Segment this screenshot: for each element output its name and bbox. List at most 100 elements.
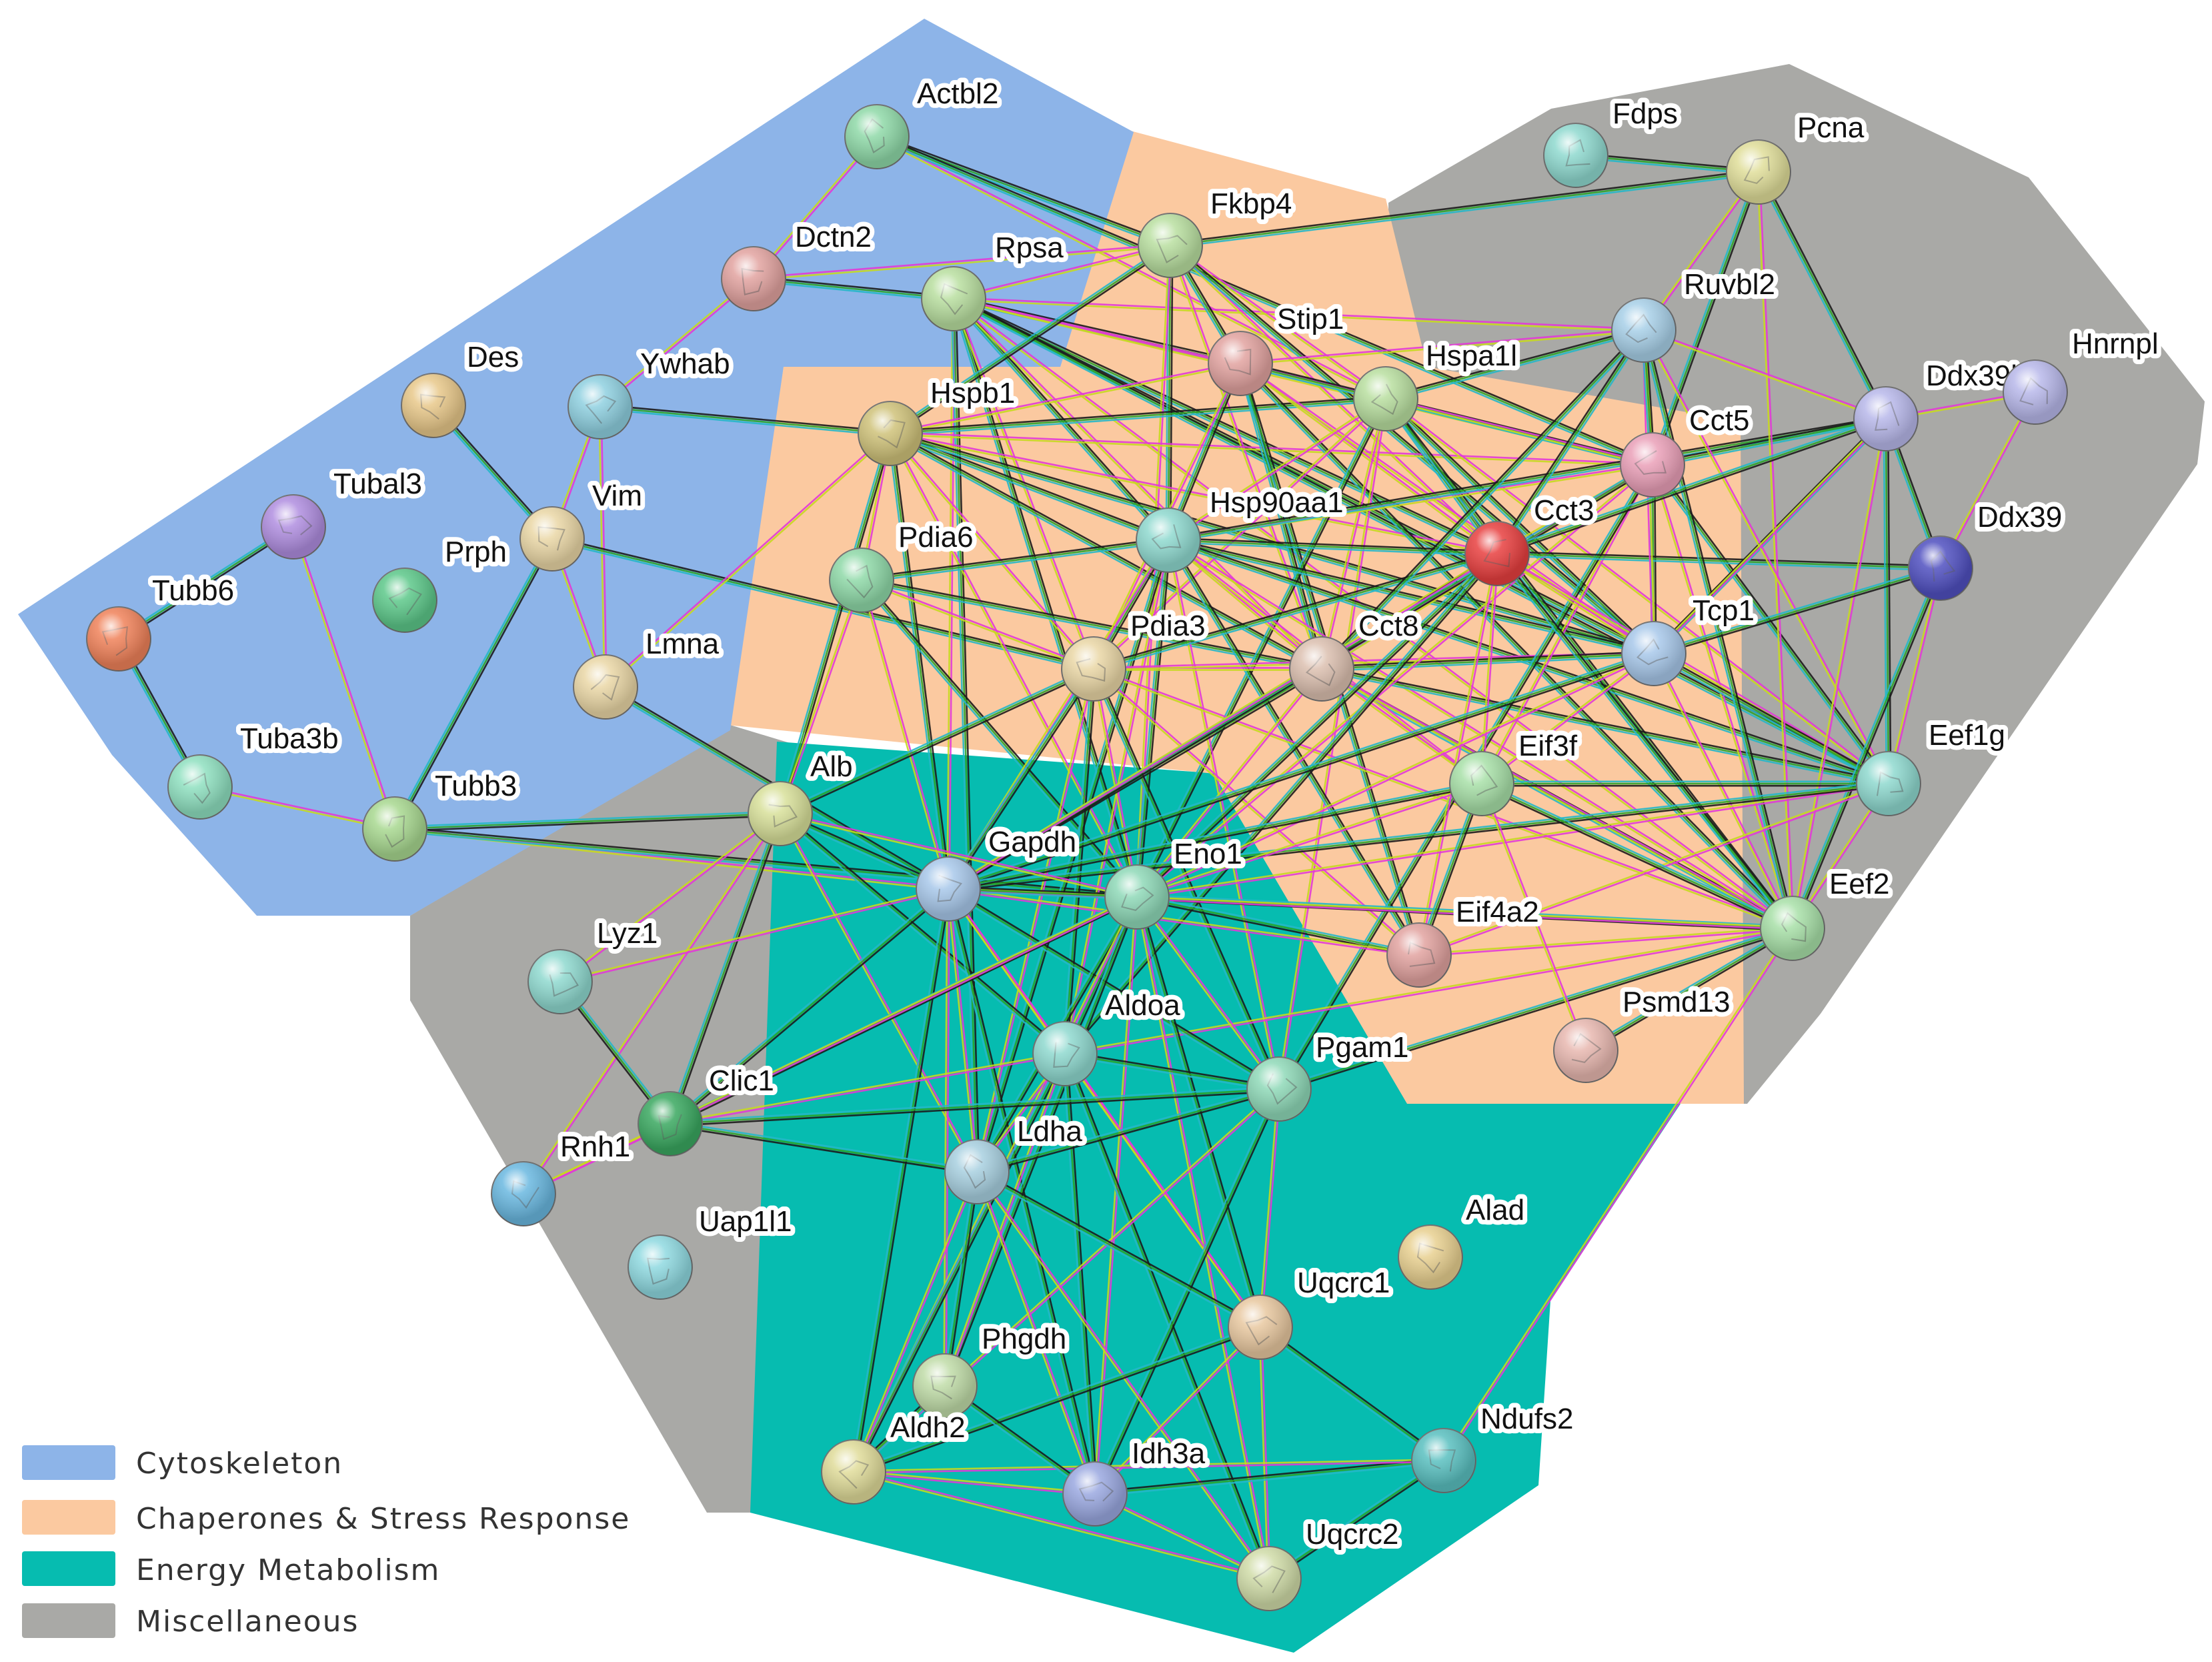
edge-strand	[976, 1086, 1279, 1171]
node-pgam1[interactable]: Pgam1	[1246, 1026, 1413, 1122]
edge-strand	[948, 888, 1280, 1090]
node-gapdh[interactable]: Gapdh	[916, 821, 1081, 922]
node-ddx39b[interactable]: Ddx39b	[1853, 355, 2032, 452]
node-cct5[interactable]: Cct5	[1620, 399, 1754, 498]
node-uqcrc1[interactable]: Uqcrc1	[1228, 1262, 1394, 1360]
node-hnrnpl[interactable]: Hnrnpl	[2003, 323, 2163, 425]
edge-strand	[1063, 540, 1168, 1054]
edge-strand	[754, 245, 1171, 281]
node-lyz1[interactable]: Lyz1	[527, 912, 662, 1014]
node-fdps[interactable]: Fdps	[1543, 93, 1683, 188]
node-alad[interactable]: Alad	[1398, 1189, 1529, 1290]
edge-strand	[598, 407, 606, 688]
node-cct8[interactable]: Cct8	[1289, 605, 1423, 702]
edge-strand	[943, 888, 948, 1386]
node-tubb6[interactable]: Tubb6	[86, 570, 239, 672]
node-uqcrc2[interactable]: Uqcrc2	[1236, 1513, 1403, 1611]
node-ndufs2[interactable]: Ndufs2	[1411, 1398, 1578, 1493]
node-ldha[interactable]: Ldha	[944, 1110, 1087, 1204]
edge-strand	[1065, 1050, 1280, 1088]
node-tubal3[interactable]: Tubal3	[261, 463, 427, 560]
edge-strand	[1240, 330, 1644, 365]
edge-strand	[670, 1086, 1279, 1123]
node-hspb1[interactable]: Hspb1	[858, 372, 1020, 466]
edge-strand	[395, 539, 555, 831]
node-psmd13[interactable]: Psmd13	[1553, 981, 1735, 1083]
node-aldh2[interactable]: Aldh2	[821, 1407, 970, 1505]
node-ywhab[interactable]: Ywhab	[568, 343, 735, 440]
edge-strand	[1270, 1461, 1446, 1581]
edge-strand	[1498, 331, 1646, 556]
node-pdia6[interactable]: Pdia6	[829, 516, 978, 613]
edge-strand	[1791, 568, 1942, 929]
node-vim[interactable]: Vim	[519, 475, 647, 572]
edge-strand	[1170, 245, 1654, 654]
edge-strand	[854, 1470, 1096, 1494]
node-cct3[interactable]: Cct3	[1464, 490, 1598, 586]
edge-strand	[779, 666, 1094, 813]
edge-strand	[1653, 418, 1887, 654]
node-pcna[interactable]: Pcna	[1726, 107, 1869, 205]
edge-uqcrc1-uqcrc2	[1258, 1327, 1271, 1579]
node-tcp1[interactable]: Tcp1	[1621, 590, 1759, 686]
edge-aldoa-idh3a	[1062, 1053, 1098, 1495]
edge-aldoa-clic1	[670, 1052, 1066, 1126]
node-rpsa[interactable]: Rpsa	[921, 227, 1068, 331]
edge-strand	[779, 433, 892, 814]
edge-strand	[1386, 397, 1890, 784]
node-eef2[interactable]: Eef2	[1760, 863, 1895, 961]
node-ddx39[interactable]: Ddx39	[1908, 496, 2067, 601]
node-label-phgdh: Phgdh	[982, 1323, 1066, 1355]
node-dctn2[interactable]: Dctn2	[721, 216, 876, 311]
legend: Cytoskeleton Chaperones & Stress Respons…	[22, 1445, 629, 1639]
edge-cct8-eef1g	[1321, 666, 1889, 787]
edge-ywhab-lmna	[598, 406, 608, 688]
node-tuba3b[interactable]: Tuba3b	[167, 718, 343, 820]
node-hsp90aa1[interactable]: Hsp90aa1	[1136, 482, 1348, 573]
edge-strand	[560, 889, 949, 984]
node-gloss	[922, 267, 986, 331]
edge-strand	[978, 540, 1172, 1173]
node-rnh1[interactable]: Rnh1	[491, 1126, 635, 1226]
edge-strand	[671, 890, 950, 1126]
edge-strand	[1385, 398, 1654, 654]
node-label-tubal3: Tubal3	[333, 468, 422, 500]
node-gloss	[1761, 896, 1825, 960]
node-stip1[interactable]: Stip1	[1208, 298, 1348, 396]
edge-strand	[1759, 170, 1889, 419]
node-des[interactable]: Des	[401, 336, 523, 438]
edge-strand	[1320, 669, 1793, 930]
node-eif3f[interactable]: Eif3f	[1449, 725, 1582, 816]
edge-lmna-hspb1	[604, 432, 892, 689]
node-gloss	[858, 401, 922, 466]
node-prph[interactable]: Prph	[372, 531, 511, 633]
edge-strand	[392, 537, 551, 829]
edge-ddx39b-eef1g	[1883, 418, 1892, 784]
node-alb[interactable]: Alb	[748, 746, 858, 846]
node-pdia3[interactable]: Pdia3	[1061, 605, 1210, 702]
edge-eif3f-psmd13	[1480, 782, 1588, 1052]
node-clic1[interactable]: Clic1	[638, 1060, 779, 1156]
node-eef1g[interactable]: Eef1g	[1856, 714, 2010, 816]
node-hspa1l[interactable]: Hspa1l	[1353, 335, 1522, 432]
node-uap1l1[interactable]: Uap1l1	[628, 1200, 796, 1300]
edge-strand	[394, 810, 780, 828]
node-idh3a[interactable]: Idh3a	[1062, 1433, 1210, 1527]
node-gloss	[1237, 1547, 1301, 1611]
node-phgdh[interactable]: Phgdh	[912, 1318, 1071, 1419]
node-fkbp4[interactable]: Fkbp4	[1138, 183, 1296, 278]
edge-strand	[1258, 1328, 1443, 1463]
node-tubb3[interactable]: Tubb3	[362, 765, 521, 862]
node-actbl2[interactable]: Actbl2	[844, 73, 1003, 169]
node-lmna[interactable]: Lmna	[573, 623, 724, 720]
node-eif4a2[interactable]: Eif4a2	[1386, 891, 1544, 988]
node-aldoa[interactable]: Aldoa	[1032, 984, 1185, 1086]
edge-hspa1l-ruvbl2	[1384, 327, 1645, 402]
edge-strand	[889, 434, 1168, 544]
edge-strand	[1496, 416, 1886, 553]
node-eno1[interactable]: Eno1	[1104, 833, 1247, 930]
edge-strand	[954, 295, 1241, 363]
edge-strand	[1482, 554, 1499, 784]
node-ruvbl2[interactable]: Ruvbl2	[1611, 263, 1780, 363]
